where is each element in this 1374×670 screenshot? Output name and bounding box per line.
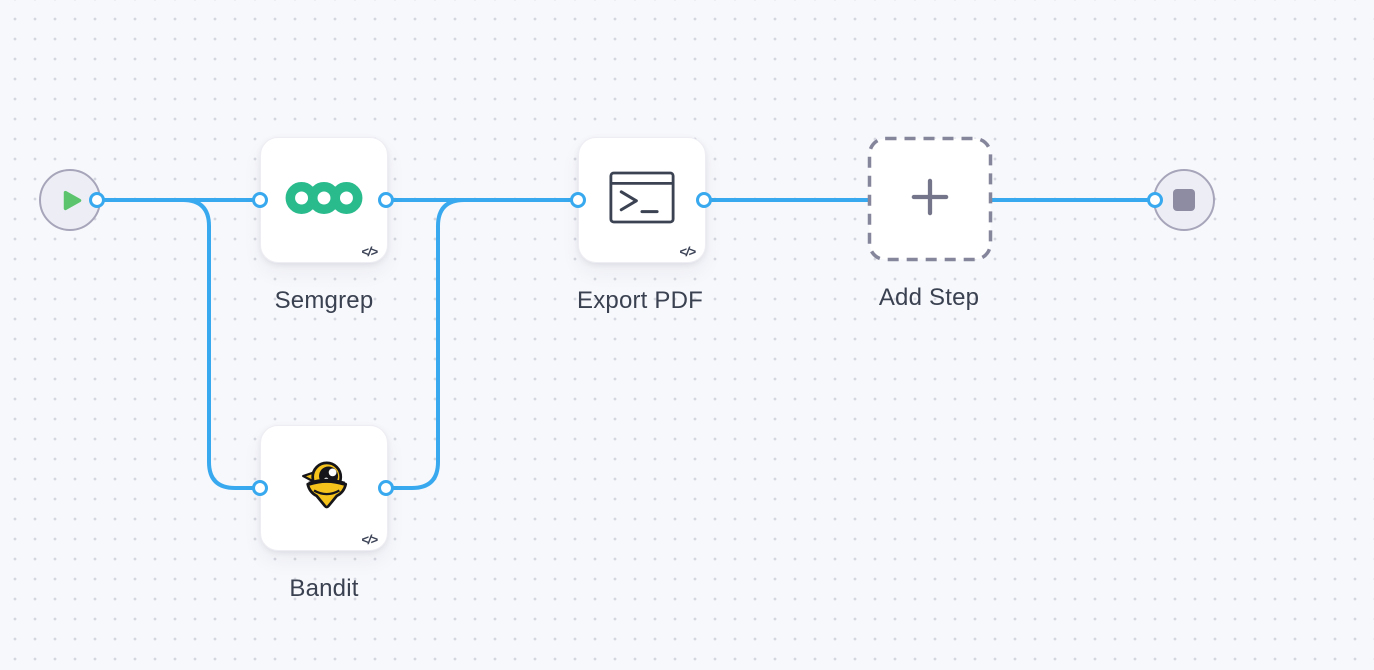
node-label-add-step: Add Step bbox=[878, 284, 980, 311]
node-export-pdf[interactable]: </> bbox=[578, 137, 706, 263]
port-bandit-in[interactable] bbox=[251, 479, 268, 496]
node-label-export-pdf: Export PDF bbox=[576, 287, 704, 314]
port-semgrep-out[interactable] bbox=[377, 191, 394, 208]
code-badge-icon: </> bbox=[361, 244, 378, 259]
code-badge-icon: </> bbox=[679, 244, 696, 259]
code-badge-icon: </> bbox=[361, 532, 378, 547]
bandit-mascot-icon bbox=[295, 457, 353, 520]
node-label-bandit: Bandit bbox=[289, 575, 359, 602]
stop-icon bbox=[1173, 189, 1195, 211]
node-label-semgrep: Semgrep bbox=[274, 287, 374, 314]
plus-icon bbox=[911, 178, 949, 221]
edge-start-bandit[interactable] bbox=[95, 198, 262, 490]
semgrep-rings-icon bbox=[282, 179, 366, 222]
play-icon bbox=[62, 189, 83, 212]
end-node[interactable] bbox=[1153, 169, 1215, 231]
port-semgrep-in[interactable] bbox=[251, 191, 268, 208]
node-semgrep[interactable]: </> bbox=[260, 137, 388, 263]
node-bandit[interactable]: </> bbox=[260, 425, 388, 551]
port-bandit-out[interactable] bbox=[377, 479, 394, 496]
port-end-in[interactable] bbox=[1146, 191, 1163, 208]
edge-bandit-exportpdf[interactable] bbox=[384, 198, 580, 490]
terminal-icon bbox=[609, 171, 675, 229]
add-step-button[interactable] bbox=[867, 136, 993, 262]
port-export-pdf-in[interactable] bbox=[569, 191, 586, 208]
port-export-pdf-out[interactable] bbox=[695, 191, 712, 208]
port-start-out[interactable] bbox=[88, 191, 105, 208]
